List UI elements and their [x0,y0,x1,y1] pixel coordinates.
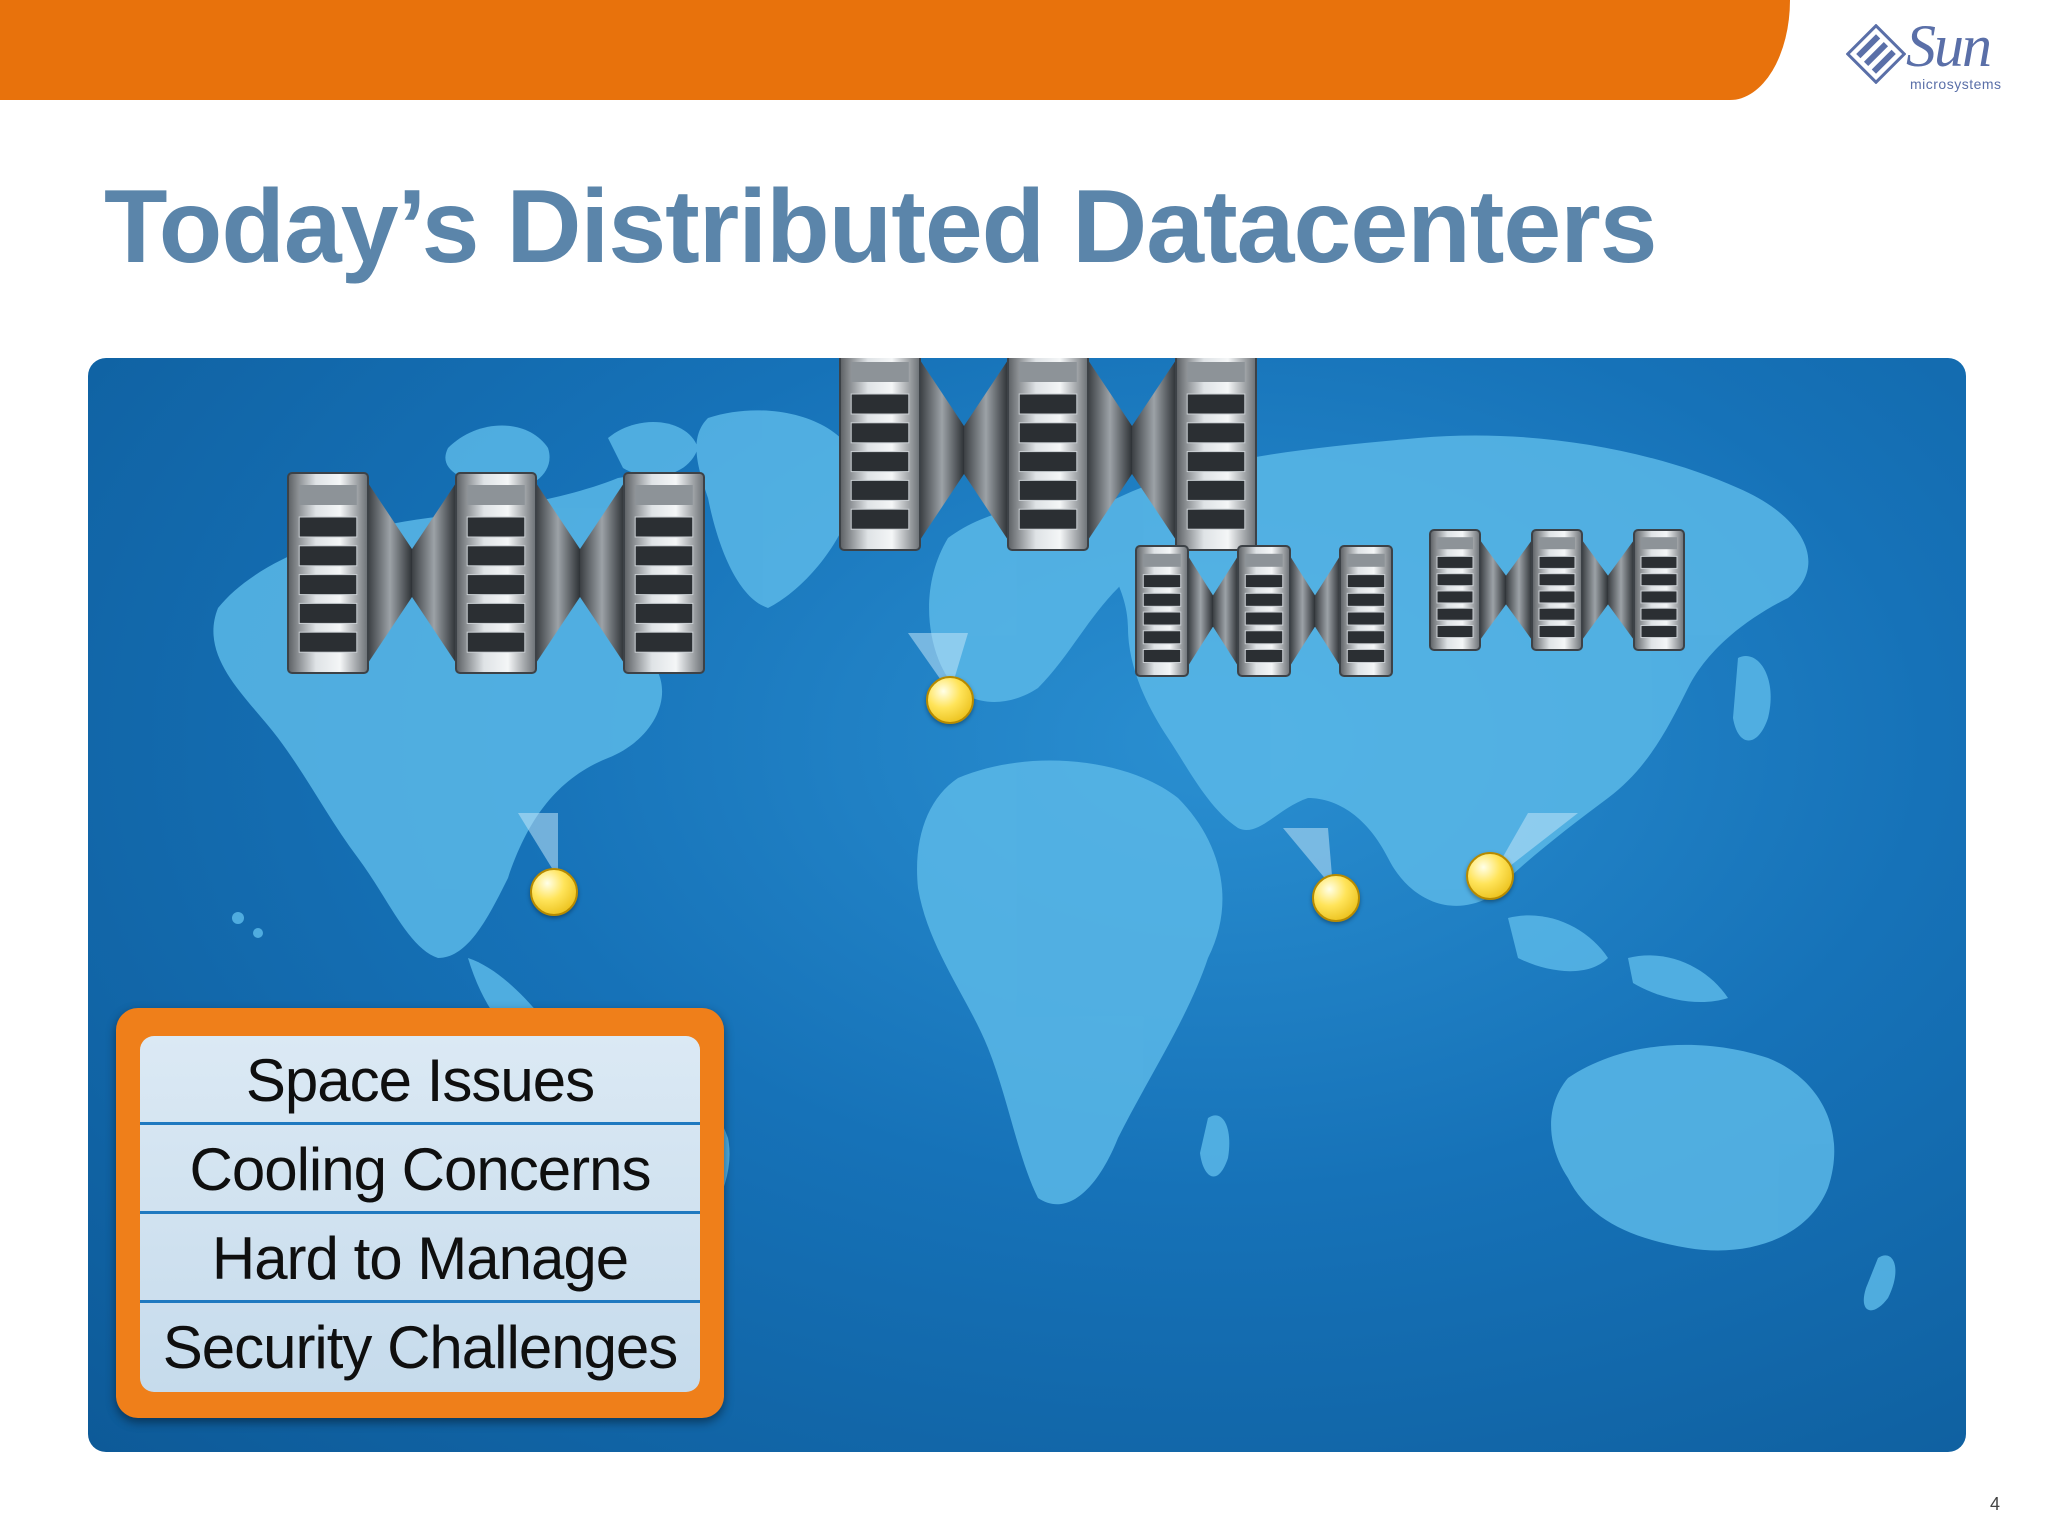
world-map [213,358,1896,1418]
issue-space: Space Issues [140,1036,700,1125]
server-rack-icon [1339,545,1393,677]
server-rack-icon [839,358,921,551]
server-rack-icon [1175,358,1257,551]
datacenter-pin-india [1312,874,1360,922]
sun-logo-icon [1846,24,1906,84]
logo-subtitle: microsystems [1910,76,2002,92]
server-rack-icon [455,472,537,674]
datacenter-pin-east-asia [1466,852,1514,900]
server-rack-icon [287,472,369,674]
slide-title: Today’s Distributed Datacenters [104,169,1658,285]
server-rack-icon [623,472,705,674]
datacenter-north-america [287,472,705,674]
server-rack-icon [1531,529,1583,651]
sun-logo: Sun microsystems [1846,13,2016,98]
logo-wordmark: Sun [1906,13,1992,79]
issue-security: Security Challenges [162,1314,679,1381]
datacenter-pin-north-america [530,868,578,916]
server-rack-icon [1007,358,1089,551]
issue-cooling: Cooling Concerns [140,1125,700,1214]
server-rack-icon [1429,529,1481,651]
issues-list: Space Issues Cooling Concerns Hard to Ma… [140,1036,700,1392]
server-rack-icon [1633,529,1685,651]
server-rack-icon [1237,545,1291,677]
datacenter-east-asia [1429,529,1685,651]
datacenter-pin-europe [926,676,974,724]
datacenter-india [1135,545,1393,677]
issues-box: Space Issues Cooling Concerns Hard to Ma… [116,1008,724,1418]
page-number: 4 [1990,1494,2001,1514]
datacenter-europe [839,358,1257,551]
issue-management: Hard to Manage [140,1214,700,1303]
server-rack-icon [1135,545,1189,677]
header-bar [0,0,1790,100]
